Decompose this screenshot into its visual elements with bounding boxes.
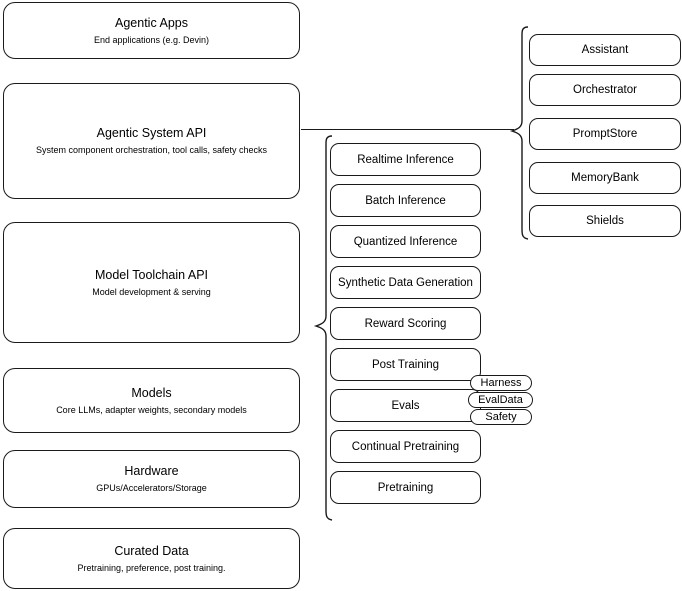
stack-layer-agentic-apps[interactable]: Agentic Apps End applications (e.g. Devi…	[3, 2, 300, 59]
toolchain-component-reward-scoring[interactable]: Reward Scoring	[330, 307, 481, 340]
layer-title: Agentic Apps	[115, 15, 188, 30]
layer-subtitle: GPUs/Accelerators/Storage	[96, 483, 207, 493]
toolchain-component-continual-pretraining[interactable]: Continual Pretraining	[330, 430, 481, 463]
evals-subcomponent-evaldata[interactable]: EvalData	[468, 392, 533, 408]
pill-label: Safety	[485, 410, 517, 423]
brace-agentic-system-components	[509, 26, 529, 240]
chip-label: Orchestrator	[573, 84, 637, 96]
connector-agentic-system-api-to-components	[301, 129, 514, 131]
stack-layer-curated-data[interactable]: Curated Data Pretraining, preference, po…	[3, 528, 300, 589]
chip-label: Batch Inference	[365, 194, 446, 207]
chip-label: MemoryBank	[571, 172, 639, 184]
evals-subcomponent-harness[interactable]: Harness	[470, 375, 532, 391]
agentic-component-shields[interactable]: Shields	[529, 205, 681, 237]
agentic-component-memorybank[interactable]: MemoryBank	[529, 162, 681, 194]
layer-subtitle: Pretraining, preference, post training.	[77, 562, 226, 573]
stack-layer-models[interactable]: Models Core LLMs, adapter weights, secon…	[3, 368, 300, 433]
toolchain-component-pretraining[interactable]: Pretraining	[330, 471, 481, 504]
stack-layer-model-toolchain-api[interactable]: Model Toolchain API Model development & …	[3, 222, 300, 343]
stack-layer-hardware[interactable]: Hardware GPUs/Accelerators/Storage	[3, 450, 300, 508]
chip-label: Post Training	[371, 358, 440, 371]
layer-title: Model Toolchain API	[94, 267, 209, 282]
chip-label: Continual Pretraining	[351, 440, 460, 453]
pill-label: EvalData	[478, 393, 523, 406]
evals-subcomponent-safety[interactable]: Safety	[470, 409, 532, 425]
toolchain-component-batch-inference[interactable]: Batch Inference	[330, 184, 481, 217]
layer-subtitle: System component orchestration, tool cal…	[35, 145, 268, 155]
layer-subtitle: End applications (e.g. Devin)	[93, 34, 210, 45]
layer-subtitle: Model development & serving	[92, 286, 211, 297]
layer-title: Models	[131, 385, 172, 400]
chip-label: Pretraining	[377, 481, 434, 494]
chip-label: Shields	[586, 215, 624, 227]
layer-subtitle: Core LLMs, adapter weights, secondary mo…	[56, 404, 247, 415]
chip-label: Synthetic Data Generation	[338, 276, 473, 289]
pill-label: Harness	[480, 376, 522, 389]
layer-title: Curated Data	[114, 543, 189, 558]
layer-title: Hardware	[124, 464, 179, 478]
toolchain-component-quantized-inference[interactable]: Quantized Inference	[330, 225, 481, 258]
toolchain-component-synthetic-data-generation[interactable]: Synthetic Data Generation	[330, 266, 481, 299]
agentic-component-orchestrator[interactable]: Orchestrator	[529, 74, 681, 106]
toolchain-component-post-training[interactable]: Post Training	[330, 348, 481, 381]
stack-layer-agentic-system-api[interactable]: Agentic System API System component orch…	[3, 83, 300, 199]
layer-title: Agentic System API	[96, 126, 207, 140]
chip-label: Quantized Inference	[353, 235, 458, 248]
agentic-component-promptstore[interactable]: PromptStore	[529, 118, 681, 150]
chip-label: PromptStore	[572, 128, 638, 140]
toolchain-component-realtime-inference[interactable]: Realtime Inference	[330, 143, 481, 176]
chip-label: Assistant	[581, 44, 629, 56]
chip-label: Reward Scoring	[364, 317, 447, 330]
chip-label: Realtime Inference	[357, 153, 454, 166]
agentic-component-assistant[interactable]: Assistant	[529, 34, 681, 66]
chip-label: Evals	[391, 399, 420, 412]
toolchain-component-evals[interactable]: Evals	[330, 389, 481, 422]
